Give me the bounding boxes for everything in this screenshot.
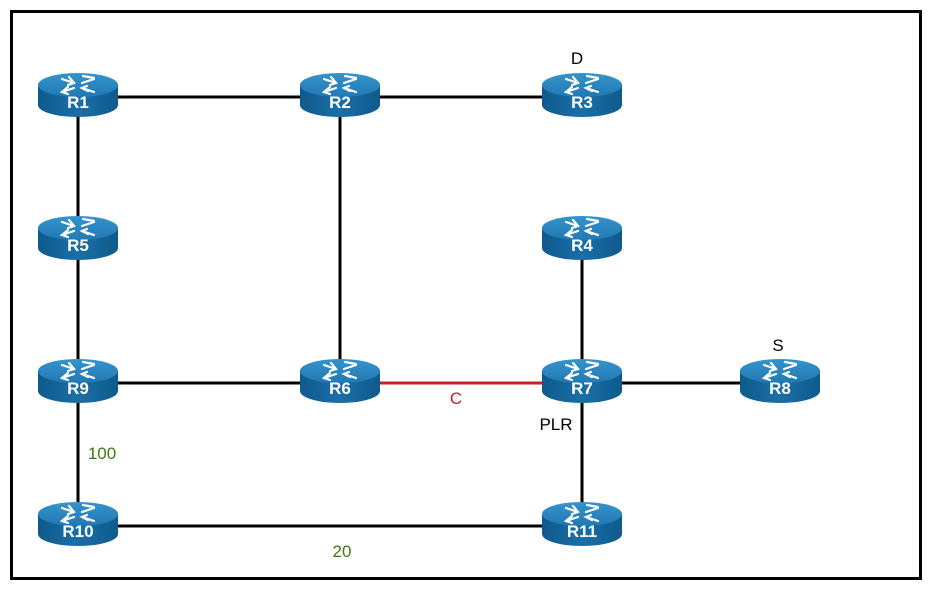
router-label: R9 bbox=[67, 379, 89, 398]
router-arrows-icon bbox=[761, 360, 798, 382]
metric-label-r10-r11: 20 bbox=[333, 542, 352, 561]
router-r4[interactable]: R4 bbox=[542, 216, 622, 260]
router-top bbox=[38, 359, 118, 383]
router-arrows-icon bbox=[563, 74, 600, 96]
router-top bbox=[300, 359, 380, 383]
links-layer bbox=[76, 95, 780, 528]
router-label: R5 bbox=[67, 236, 89, 255]
router-r6[interactable]: R6 bbox=[300, 359, 380, 403]
router-top bbox=[542, 73, 622, 97]
router-top bbox=[542, 502, 622, 526]
failed-link-label: C bbox=[450, 389, 462, 408]
router-top bbox=[740, 359, 820, 383]
router-top bbox=[542, 359, 622, 383]
router-arrows-icon bbox=[59, 217, 96, 239]
router-arrows-icon bbox=[59, 503, 96, 525]
router-label: R11 bbox=[567, 522, 597, 541]
source-label: S bbox=[772, 336, 783, 355]
plr-label: PLR bbox=[539, 415, 572, 434]
router-arrows-icon bbox=[321, 74, 358, 96]
router-arrows-icon bbox=[321, 360, 358, 382]
router-label: R1 bbox=[67, 93, 89, 112]
router-label: R10 bbox=[62, 522, 93, 541]
router-r3[interactable]: R3 bbox=[542, 73, 622, 117]
router-label: R7 bbox=[571, 379, 593, 398]
router-arrows-icon bbox=[563, 503, 600, 525]
router-r9[interactable]: R9 bbox=[38, 359, 118, 403]
router-r7[interactable]: R7 bbox=[542, 359, 622, 403]
router-r2[interactable]: R2 bbox=[300, 73, 380, 117]
router-top bbox=[38, 73, 118, 97]
router-label: R6 bbox=[329, 379, 351, 398]
router-r1[interactable]: R1 bbox=[38, 73, 118, 117]
router-top bbox=[38, 216, 118, 240]
router-label: R2 bbox=[329, 93, 351, 112]
router-r11[interactable]: R11 bbox=[542, 502, 622, 546]
router-r10[interactable]: R10 bbox=[38, 502, 118, 546]
router-top bbox=[300, 73, 380, 97]
router-top bbox=[542, 216, 622, 240]
destination-label: D bbox=[571, 49, 583, 68]
router-arrows-icon bbox=[59, 360, 96, 382]
metric-label-r9-r10: 100 bbox=[88, 444, 116, 463]
router-arrows-icon bbox=[59, 74, 96, 96]
router-label: R4 bbox=[571, 236, 593, 255]
router-top bbox=[38, 502, 118, 526]
router-arrows-icon bbox=[563, 217, 600, 239]
router-arrows-icon bbox=[563, 360, 600, 382]
router-label: R3 bbox=[571, 93, 593, 112]
router-r5[interactable]: R5 bbox=[38, 216, 118, 260]
diagram-frame bbox=[10, 10, 922, 580]
router-label: R8 bbox=[769, 379, 791, 398]
router-r8[interactable]: R8 bbox=[740, 359, 820, 403]
annotations-layer: D S PLR C 100 20 bbox=[88, 49, 784, 561]
